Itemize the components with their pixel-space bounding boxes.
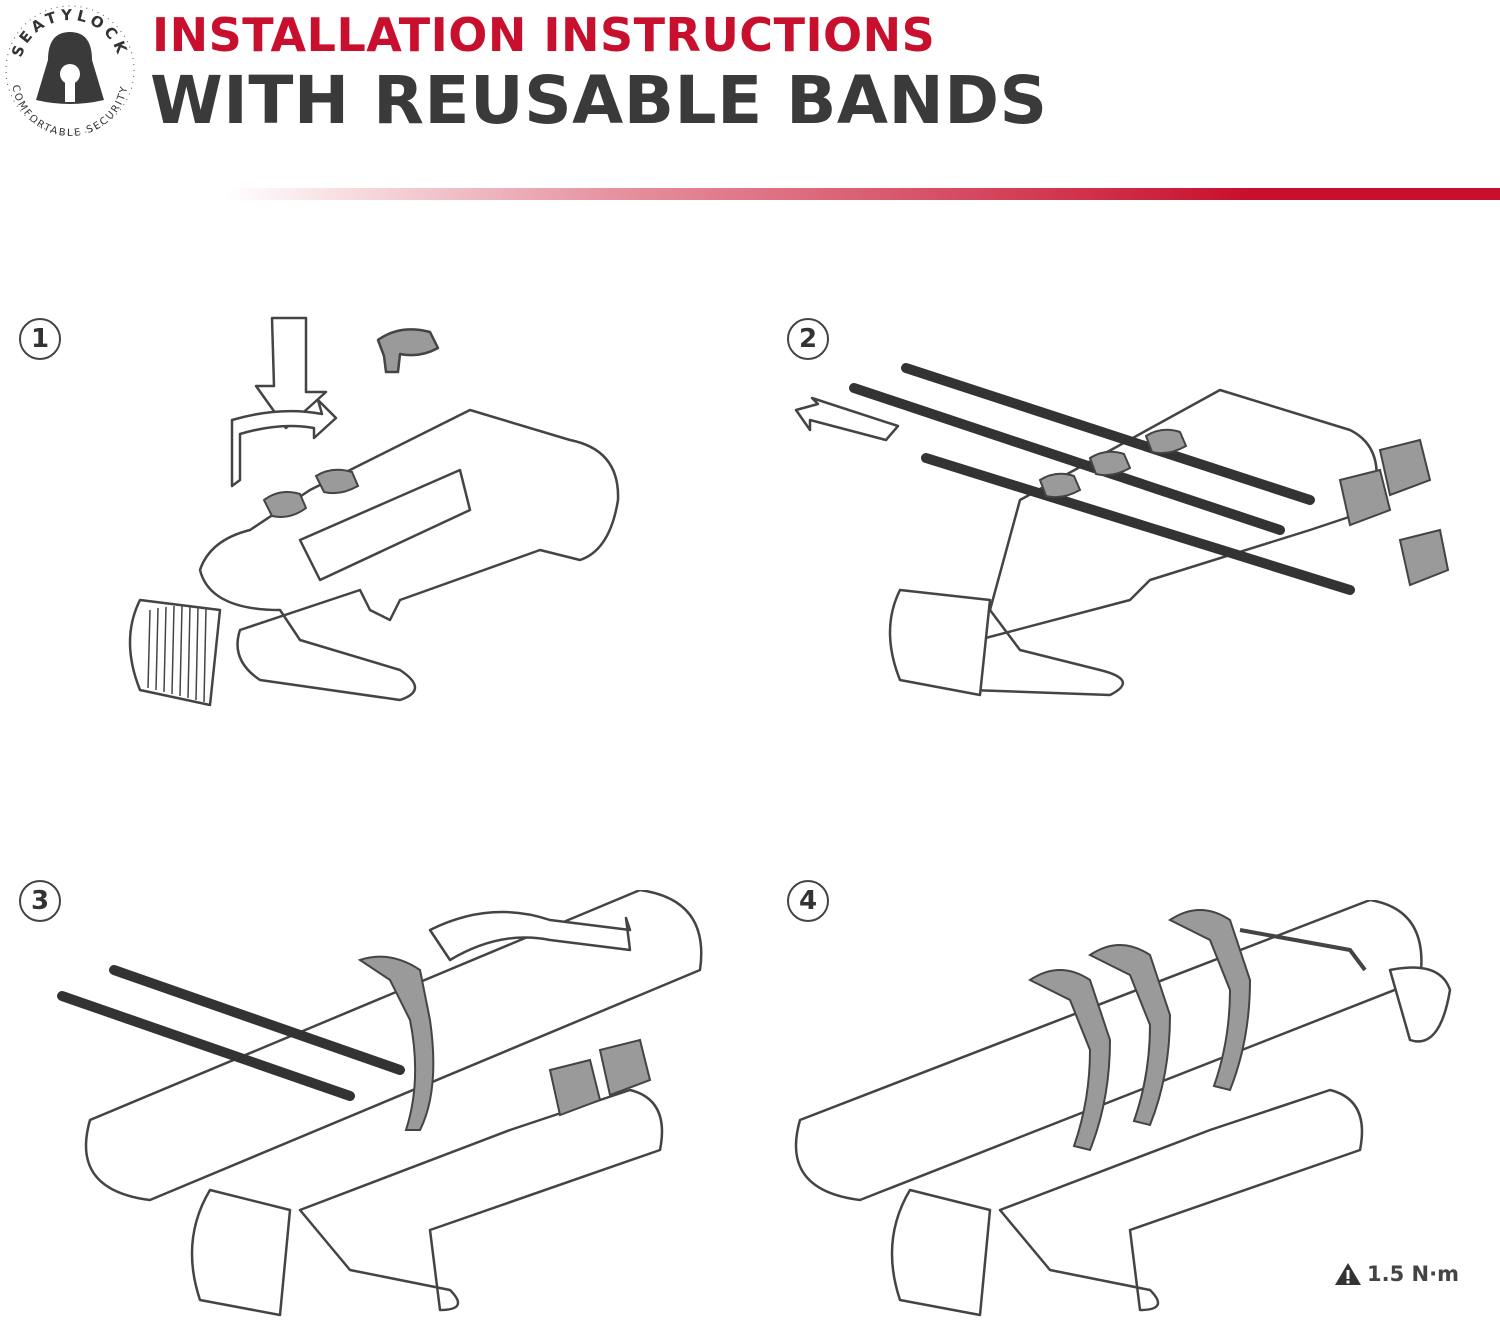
torque-note: 1.5 N·m [1333,1261,1459,1287]
title-line-2: WITH REUSABLE BANDS [150,62,1048,139]
step-2-illustration [794,363,1450,697]
warning-triangle-icon [1335,1263,1361,1285]
step-4-illustration [794,900,1452,1317]
step-3-badge: 3 [19,880,61,922]
step-1-badge: 1 [19,318,61,360]
step-1-illustration [128,316,620,707]
red-gradient-divider [225,188,1500,200]
step-4-badge: 4 [787,880,829,922]
torque-value: 1.5 N·m [1367,1262,1459,1286]
step-3-illustration [57,890,703,1317]
seatylock-logo: SEATYLOCK COMFORTABLE SECURITY [5,5,135,139]
title-line-1: INSTALLATION INSTRUCTIONS [152,8,936,62]
step-2-badge: 2 [787,318,829,360]
